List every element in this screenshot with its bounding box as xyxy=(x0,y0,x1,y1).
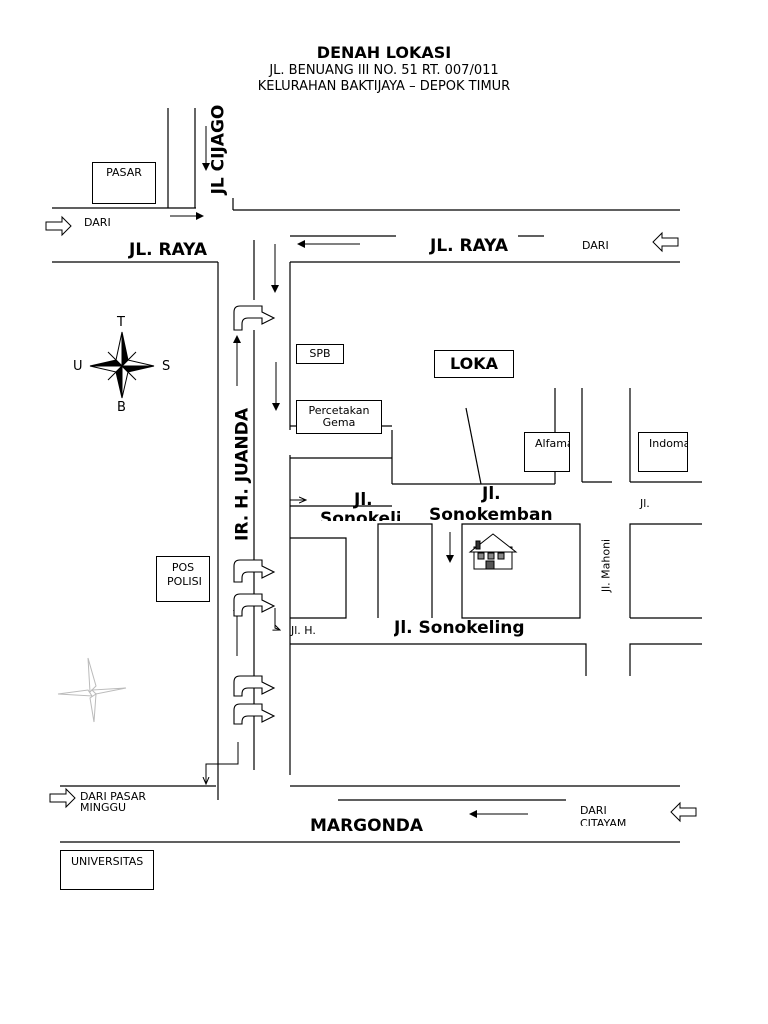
street-label-sonokeling-cut: Sonokeling xyxy=(320,511,400,521)
street-label-sonokeling-partial: Jl. xyxy=(354,490,373,510)
compass-west: U xyxy=(73,359,83,374)
street-label-sonokeling: Jl. Sonokeling xyxy=(394,620,525,638)
direction-arrow xyxy=(275,608,280,630)
outline-arrow-icon xyxy=(45,215,72,237)
compass-rose-icon xyxy=(89,331,155,399)
district-line: KELURAHAN BAKTIJAYA – DEPOK TIMUR xyxy=(257,79,511,94)
pointer-line xyxy=(465,407,482,485)
street-label-clip: Sonokeling xyxy=(320,511,400,521)
place-indomaret: Indomaret xyxy=(638,432,688,472)
house-icon xyxy=(468,533,518,570)
compass-north: T xyxy=(117,315,125,330)
block-outline xyxy=(461,523,581,619)
place-alfamart: Alfamart xyxy=(524,432,570,472)
compass-east: S xyxy=(162,359,171,374)
street-label-mahoni: Jl. Mahoni xyxy=(599,538,613,593)
place-pasar: PASAR xyxy=(92,162,156,204)
direction-label-pasar-minggu: DARI PASAR MINGGU xyxy=(80,791,146,811)
u-turn-icon xyxy=(233,675,276,697)
street-label-juanda: IR. H. JUANDA xyxy=(232,408,253,541)
outline-arrow-icon xyxy=(652,231,679,253)
outline-arrow-icon xyxy=(49,787,76,809)
street-label-raya-right: JL. RAYA xyxy=(430,236,508,256)
block-outline xyxy=(377,523,433,618)
street-label-cijago: JL CIJAGO xyxy=(208,104,229,195)
place-percetakan: Percetakan Gema xyxy=(296,400,382,434)
direction-arrow xyxy=(206,742,239,784)
u-turn-icon xyxy=(233,593,276,617)
place-polisi: POS POLISI xyxy=(156,556,210,602)
street-label-margonda: MARGONDA xyxy=(310,816,424,836)
street-label-sonokemban-top: Jl. xyxy=(482,484,501,504)
outline-arrow-icon xyxy=(670,801,697,823)
place-lokasi: LOKA xyxy=(434,350,514,378)
block-outline xyxy=(290,643,587,676)
u-turn-icon xyxy=(233,305,276,331)
direction-label-left: DARI xyxy=(84,216,111,229)
place-spb: SPB xyxy=(296,344,344,364)
compass-south: B xyxy=(117,400,126,415)
address-line: JL. BENUANG III NO. 51 RT. 007/011 xyxy=(269,63,499,78)
u-turn-icon xyxy=(233,703,276,725)
street-label-right: Jl. xyxy=(640,497,650,510)
faded-compass-icon xyxy=(57,657,127,723)
direction-arrow xyxy=(289,494,306,500)
block-outline xyxy=(629,523,702,618)
street-label-h: Jl. H. xyxy=(291,624,316,637)
place-universitas: UNIVERSITAS xyxy=(60,850,154,890)
u-turn-icon xyxy=(233,559,276,583)
direction-label-right: DARI xyxy=(582,239,609,252)
street-label-sonokemban: Sonokemban xyxy=(429,505,553,525)
direction-label-citayam: DARI CITAYAM xyxy=(580,804,627,826)
street-label-raya-left: JL. RAYA xyxy=(129,240,207,260)
block-outline xyxy=(629,643,702,676)
page-title: DENAH LOKASI xyxy=(316,43,452,62)
block-outline xyxy=(290,537,347,619)
street-label-sonokeling-clip: Jl. Sonokeling xyxy=(394,620,544,650)
